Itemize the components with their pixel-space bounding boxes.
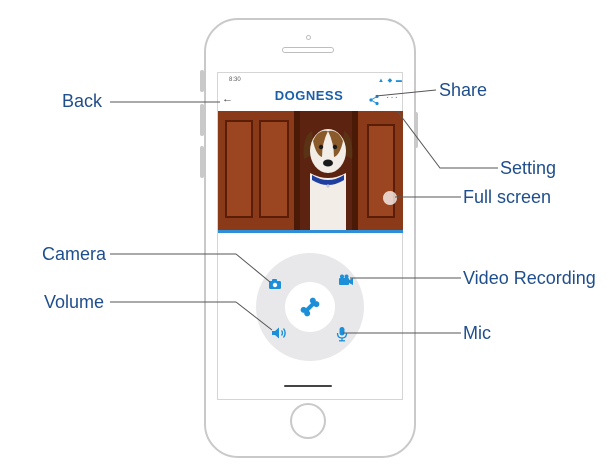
callout-share: Share	[439, 80, 488, 100]
callout-full-screen: Full screen	[463, 187, 552, 207]
phone-volume-down	[200, 146, 204, 178]
back-arrow-icon[interactable]: ←	[222, 93, 233, 105]
callout-volume: Volume	[44, 292, 105, 312]
earpiece-speaker	[282, 47, 334, 53]
full-screen-button[interactable]	[383, 191, 397, 205]
more-settings-icon[interactable]: ···	[386, 92, 399, 103]
status-icons: ▲ ◆ ▬	[378, 78, 403, 84]
home-indicator	[284, 385, 332, 387]
camera-leader-diagonal	[235, 253, 271, 283]
video-progress-bar	[218, 230, 403, 233]
front-camera	[306, 35, 311, 40]
setting-leader-line	[397, 111, 498, 169]
app-logo: DOGNESS	[274, 88, 344, 103]
bone-icon	[300, 297, 320, 317]
status-time: 8:30	[229, 77, 241, 83]
camera-icon[interactable]	[268, 278, 282, 290]
callout-camera: Camera	[42, 244, 107, 264]
share-leader-line	[375, 89, 437, 97]
video-recording-icon[interactable]	[338, 274, 354, 286]
callout-video-recording: Video Recording	[463, 268, 596, 288]
callout-setting: Setting	[500, 158, 557, 178]
mic-icon[interactable]	[336, 326, 348, 342]
live-video-feed	[218, 111, 403, 230]
volume-icon[interactable]	[271, 326, 288, 340]
callout-back: Back	[62, 91, 103, 111]
phone-volume-up	[200, 104, 204, 136]
home-button	[290, 403, 326, 439]
volume-leader-diagonal	[235, 301, 273, 331]
phone-power-button	[414, 112, 418, 148]
callout-mic: Mic	[463, 323, 491, 343]
phone-mute-switch	[200, 70, 204, 92]
